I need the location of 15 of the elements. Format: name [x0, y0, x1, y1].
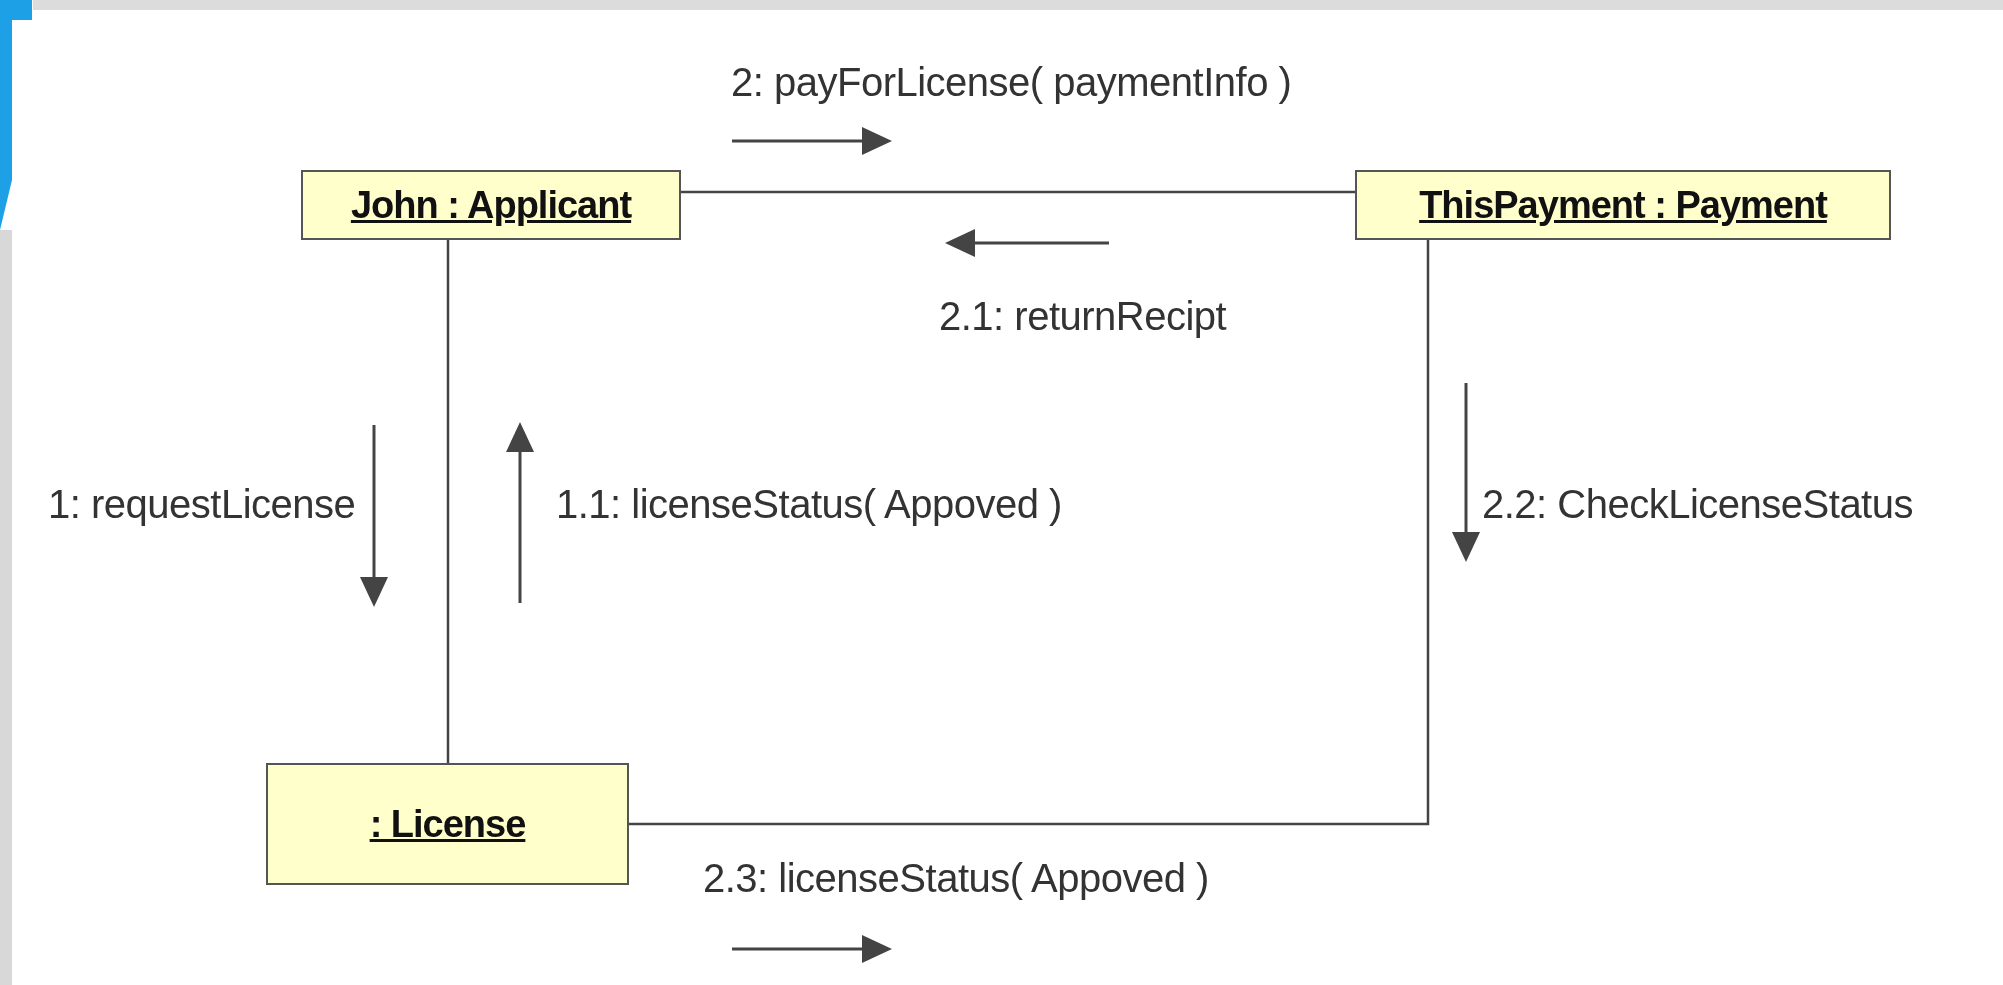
link-line — [446, 240, 450, 763]
message-label: 1: requestLicense — [48, 482, 356, 527]
message-label: 2.3: licenseStatus( Appoved ) — [703, 856, 1209, 901]
object-box — [301, 170, 681, 240]
message-label: 2.1: returnRecipt — [939, 294, 1227, 339]
message-label: 2: payForLicense( paymentInfo ) — [731, 60, 1292, 105]
object-box — [1355, 170, 1891, 240]
message-label: 2.2: CheckLicenseStatus — [1482, 482, 1913, 527]
object-name: ThisPayment : Payment — [1419, 183, 1827, 227]
object-name: : License — [369, 802, 526, 846]
link-line — [681, 190, 1355, 194]
link-line — [629, 240, 1430, 826]
message-label: 1.1: licenseStatus( Appoved ) — [556, 482, 1062, 527]
object-name: John : Applicant — [350, 183, 632, 227]
object-box — [266, 763, 629, 885]
